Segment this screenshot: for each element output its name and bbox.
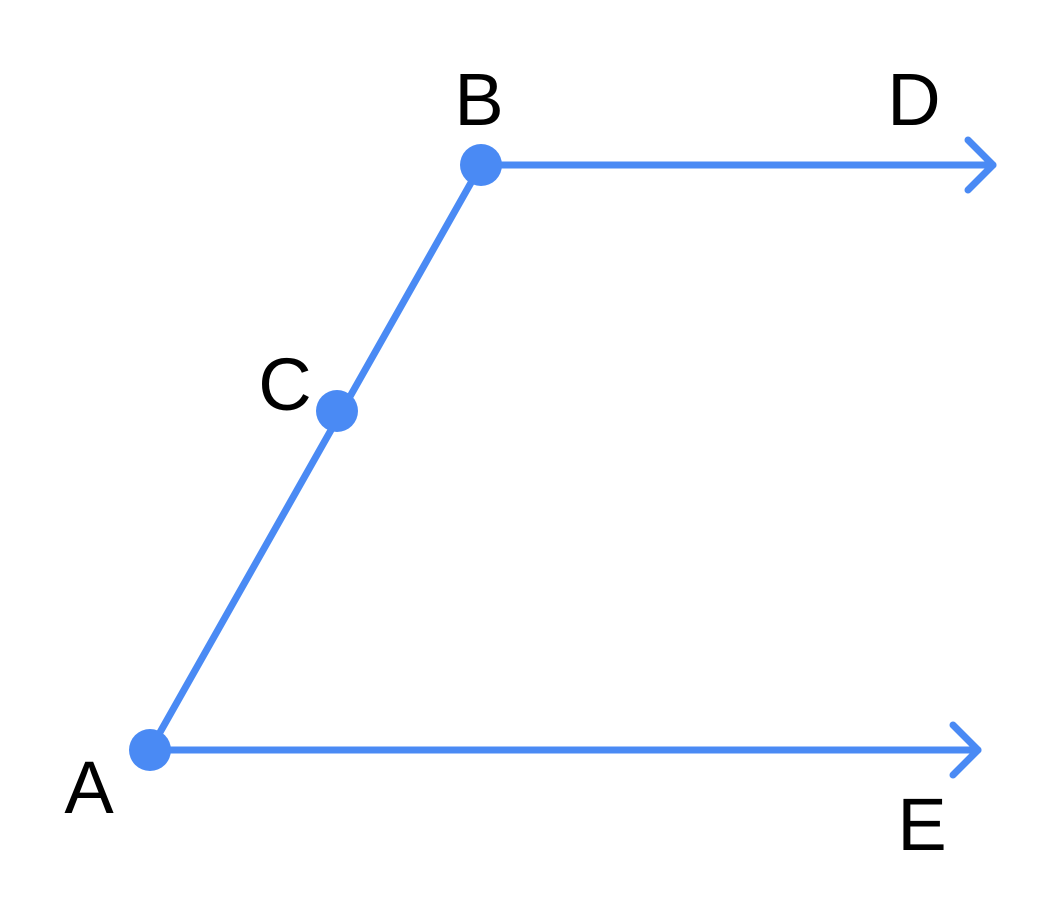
- label-b: B: [454, 58, 503, 141]
- arrowhead-e-icon: [949, 721, 982, 779]
- label-a: A: [64, 746, 114, 829]
- label-c: C: [258, 343, 311, 426]
- point-b: [460, 144, 502, 186]
- arrowhead-d-icon: [964, 136, 997, 194]
- point-c: [316, 390, 358, 432]
- label-e: E: [897, 783, 946, 866]
- label-d: D: [887, 58, 940, 141]
- segment-ab: [146, 161, 485, 754]
- point-a: [129, 729, 171, 771]
